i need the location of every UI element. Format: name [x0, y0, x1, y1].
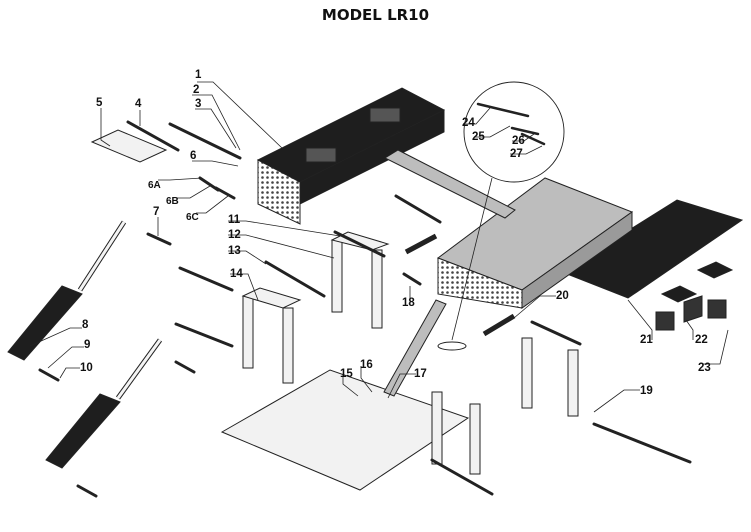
- upright-frame-left: [241, 287, 302, 384]
- detail-circle: [463, 81, 565, 183]
- callout-1: 1: [195, 69, 202, 81]
- callout-25: 25: [472, 131, 485, 143]
- leader-lines: [29, 81, 729, 413]
- runway-platform-right: [436, 177, 634, 309]
- callout-13: 13: [228, 245, 241, 257]
- callout-23: 23: [698, 362, 711, 374]
- base-plate: [220, 369, 470, 491]
- callout-labels: 1 2 3 4 5 6 6A 6B 6C 7 8 9 10 11 12 13 1…: [80, 69, 711, 397]
- callout-6: 6: [190, 150, 196, 162]
- lock-bar-small: [404, 233, 438, 255]
- hydraulic-cylinder-lower: [45, 338, 163, 469]
- hydraulic-cylinder-upper: [7, 220, 127, 361]
- pins-and-rods: [38, 120, 692, 498]
- callout-12: 12: [228, 229, 241, 241]
- lock-bar: [482, 313, 516, 337]
- callout-3: 3: [195, 98, 201, 110]
- callout-6A: 6A: [148, 180, 161, 191]
- callout-9: 9: [84, 339, 90, 351]
- callout-22: 22: [695, 334, 708, 346]
- callout-2: 2: [193, 84, 199, 96]
- callout-26: 26: [512, 135, 525, 147]
- callout-4: 4: [135, 98, 142, 110]
- cross-beam: [383, 149, 516, 219]
- callout-10: 10: [80, 362, 93, 374]
- upright-frame-right: [431, 337, 579, 475]
- callout-21: 21: [640, 334, 653, 346]
- diagram-title: MODEL LR10: [321, 6, 430, 24]
- callout-24: 24: [462, 117, 475, 129]
- callout-8: 8: [82, 319, 89, 331]
- bracket-plate: [90, 129, 168, 163]
- callout-6B: 6B: [166, 196, 179, 207]
- callout-5: 5: [96, 97, 103, 109]
- callout-17: 17: [414, 368, 427, 380]
- ramp-mat: [560, 199, 744, 299]
- callout-19: 19: [640, 385, 653, 397]
- callout-6C: 6C: [186, 212, 199, 223]
- runway-platform-left: [256, 87, 446, 225]
- rubber-blocks: [655, 261, 734, 331]
- callout-18: 18: [402, 297, 415, 309]
- callout-15: 15: [340, 368, 353, 380]
- detail-pins: [476, 102, 546, 146]
- callout-20: 20: [556, 290, 569, 302]
- callout-27: 27: [510, 148, 523, 160]
- callout-11: 11: [228, 214, 241, 226]
- upright-frame-center: [330, 231, 390, 329]
- callout-16: 16: [360, 359, 373, 371]
- lift-arm: [383, 299, 447, 397]
- callout-7: 7: [153, 206, 159, 218]
- pin-detail-ellipse: [437, 341, 467, 351]
- callout-14: 14: [230, 268, 243, 280]
